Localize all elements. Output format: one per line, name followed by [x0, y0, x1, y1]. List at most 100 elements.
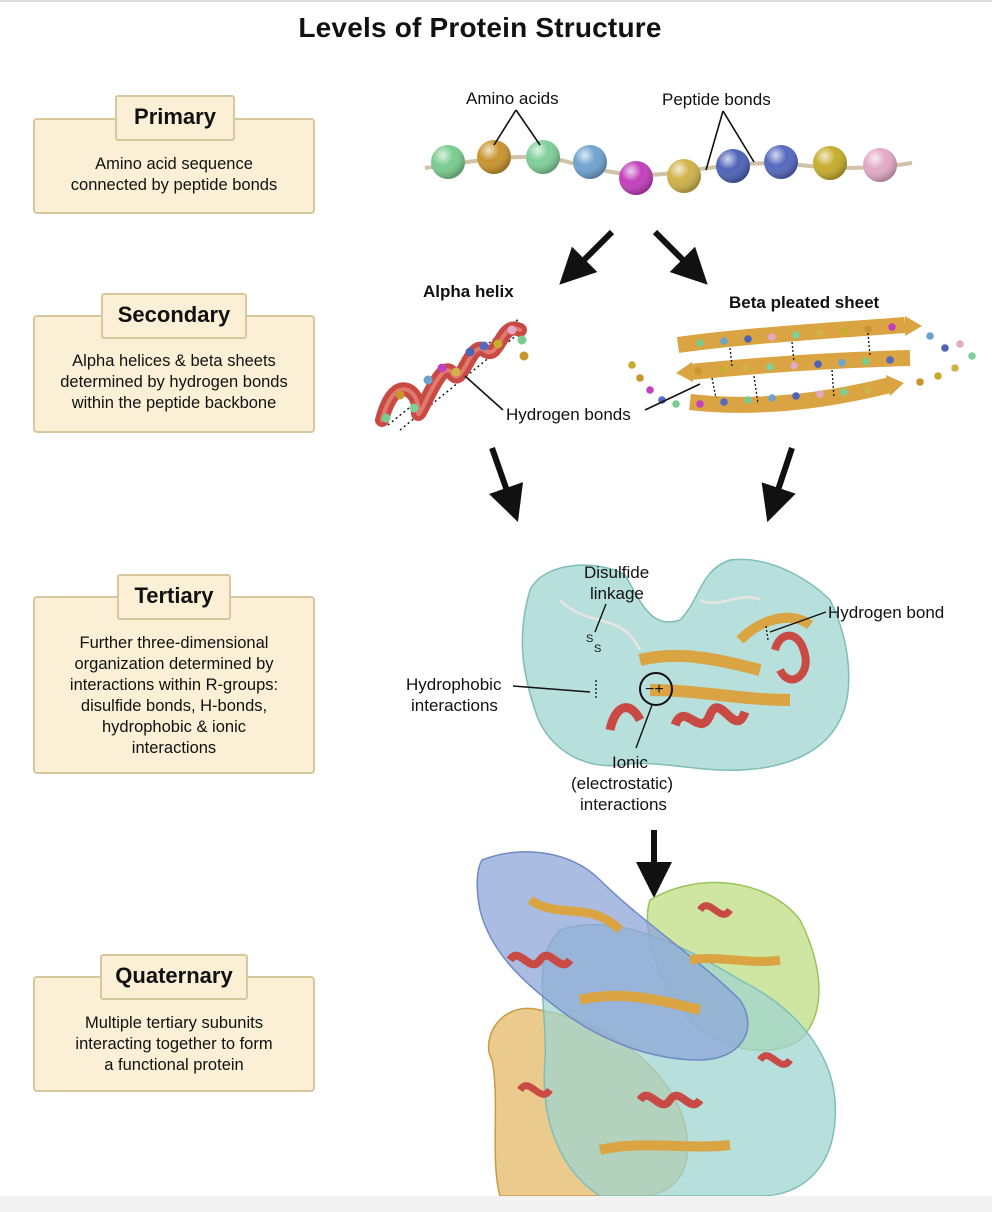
description-line: interactions within R-groups:: [69, 676, 279, 694]
helix-bead: [409, 403, 419, 413]
amino-acids-pointer: [515, 109, 541, 146]
sheet-bead: [792, 392, 800, 400]
sheet-bead: [888, 323, 896, 331]
sheet-bead: [790, 361, 798, 370]
level-quaternary-box: Multiple tertiary subunits interacting t…: [33, 976, 315, 1092]
amino-acid-bead-shading: [863, 148, 897, 182]
sheet-bead: [628, 361, 636, 369]
tertiary-helix: [771, 631, 810, 684]
sheet-bead: [951, 364, 959, 372]
hydrogen-bonds-pointer-helix: [464, 375, 504, 411]
quaternary-strand: [578, 990, 702, 1015]
helix-bead: [437, 363, 447, 373]
sheet-bead: [672, 400, 680, 408]
helix-beads: [381, 325, 529, 423]
bottom-border: [0, 1196, 992, 1212]
description-line: within the peptide backbone: [71, 394, 277, 412]
sheet-bead: [646, 386, 654, 394]
hydrophobic-label-line1: Hydrophobic: [406, 675, 502, 694]
quaternary-helix: [636, 1091, 704, 1109]
quaternary-helix: [517, 1082, 553, 1098]
helix-bead: [517, 335, 527, 345]
tertiary-loop: [559, 595, 761, 651]
description-line: interactions: [131, 739, 217, 757]
arrow-sheet-to-tertiary: [761, 447, 796, 523]
sheet-bead: [718, 366, 726, 374]
amino-acid-bead-shading: [764, 145, 798, 179]
description-line: a functional protein: [104, 1056, 244, 1074]
sheet-bead: [744, 335, 752, 343]
sheet-bead: [916, 378, 924, 386]
amino-acids-label: Amino acids: [466, 89, 559, 108]
sheet-bead: [694, 367, 702, 376]
description-line: Amino acid sequence: [95, 155, 253, 173]
hydrophobic-label-line2: interactions: [411, 696, 498, 715]
top-border: [0, 0, 992, 2]
hydrogen-bond-pointer: [769, 611, 827, 633]
primary-chain: [424, 140, 913, 195]
amino-acid-bead-shading: [619, 161, 653, 195]
sheet-bead: [742, 364, 750, 373]
sheet-bead: [968, 352, 976, 360]
tertiary-strand: [736, 612, 813, 644]
sheet-bead: [864, 325, 872, 333]
helix-bead: [451, 367, 461, 377]
sheet-bead: [862, 357, 870, 366]
sheet-bead: [720, 398, 728, 406]
amino-acids-pointer: [493, 109, 517, 146]
sheet-bead: [926, 332, 934, 340]
level-tertiary-box: Further three-dimensional organization d…: [33, 596, 315, 774]
beta-strand: [689, 377, 892, 413]
quaternary-strand: [689, 954, 781, 966]
ionic-circle: [639, 672, 673, 706]
quaternary-helix: [697, 902, 733, 918]
tertiary-helix: [670, 703, 750, 728]
level-tertiary-description: Further three-dimensional organization d…: [35, 633, 313, 759]
tertiary-surface: [521, 558, 850, 771]
sheet-bead: [814, 360, 822, 369]
helix-bead: [423, 375, 433, 385]
tertiary-helix: [605, 703, 645, 732]
description-line: Multiple tertiary subunits: [85, 1014, 263, 1032]
quaternary-strand: [527, 896, 624, 934]
amino-acid-bead-shading: [667, 159, 701, 193]
sheet-bead: [838, 359, 846, 367]
beta-sheet: [628, 316, 976, 413]
peptide-bonds-pointer: [705, 110, 724, 171]
peptide-bonds-label: Peptide bonds: [662, 90, 771, 109]
helix-bead: [381, 413, 391, 423]
description-line: disulfide bonds, H-bonds,: [80, 697, 268, 715]
ionic-label-line1: Ionic: [612, 753, 648, 772]
ionic-pointer: [635, 704, 653, 749]
disulfide-label-line2: linkage: [590, 584, 644, 603]
primary-labels: Amino acids Peptide bonds: [466, 89, 771, 171]
description-line: organization determined by: [74, 655, 274, 673]
level-secondary-description: Alpha helices & beta sheets determined b…: [35, 351, 313, 414]
tertiary-strand: [649, 684, 791, 706]
sheet-bead: [864, 386, 872, 394]
sheet-bead: [840, 327, 848, 335]
peptide-bonds-pointer: [722, 110, 755, 163]
level-quaternary-tag: Quaternary: [100, 954, 248, 1000]
quaternary-helix: [757, 1052, 793, 1068]
sheet-bead: [934, 372, 942, 380]
helix-bead: [479, 341, 489, 351]
helix-ribbon-highlight: [380, 326, 522, 422]
quaternary-helix: [506, 951, 574, 969]
sulfur-bottom: S: [594, 643, 601, 655]
page-title: Levels of Protein Structure: [298, 12, 662, 43]
disulfide-pointer: [594, 603, 607, 633]
sheet-bead: [956, 340, 964, 348]
description-line: Alpha helices & beta sheets: [72, 352, 276, 370]
sheet-bead: [636, 374, 644, 382]
description-line: hydrophobic & ionic: [101, 718, 246, 736]
sheet-bead: [941, 344, 949, 352]
amino-acid-bead-shading: [813, 146, 847, 180]
tertiary-strand: [638, 649, 762, 676]
sheet-bead: [768, 394, 776, 402]
sheet-bead: [816, 329, 824, 337]
helix-bead: [507, 325, 517, 335]
hydrogen-bonds-pointer-sheet: [644, 383, 701, 411]
helix-bead: [493, 339, 503, 349]
sheet-bead: [720, 337, 728, 345]
